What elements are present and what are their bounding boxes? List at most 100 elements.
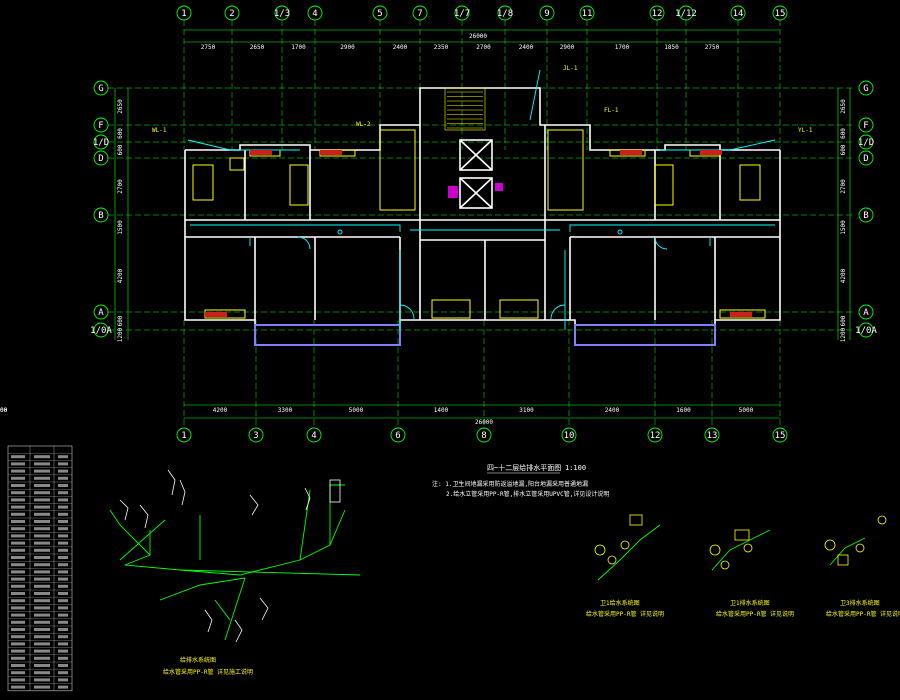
axis-bubble bbox=[224, 5, 240, 21]
riser-labels: WL-1 WL-2 JL-1 FL-1 YL-1 bbox=[152, 65, 813, 134]
table-cell bbox=[58, 476, 68, 480]
lift-door-markers bbox=[448, 183, 503, 198]
table-cell bbox=[58, 563, 68, 567]
axis-bubble bbox=[306, 427, 322, 443]
table-cell bbox=[11, 541, 25, 545]
axis-bubble-label: 1/7 bbox=[454, 9, 470, 19]
detail-title-1: 卫1给水系统图 bbox=[600, 599, 640, 607]
table-cell bbox=[58, 469, 68, 473]
table-cell bbox=[34, 491, 50, 495]
axis-bubble bbox=[858, 150, 874, 166]
axis-bubble-label: 14 bbox=[733, 9, 744, 19]
axis-bubble-label: 6 bbox=[395, 431, 400, 441]
system-diagram: 给排水系统图 给水管采用PP-R管 详见施工说明 bbox=[109, 469, 361, 676]
detail-title-2: 卫1排水系统图 bbox=[730, 599, 770, 607]
axis-bubble-label: D bbox=[98, 154, 103, 164]
axis-bubble-label: 11 bbox=[582, 9, 593, 19]
table-cell bbox=[34, 642, 50, 646]
table-cell bbox=[34, 512, 50, 516]
axis-bubble-label: 5 bbox=[377, 9, 382, 19]
table-cell bbox=[58, 584, 68, 588]
table-cell bbox=[34, 570, 50, 574]
axis-bubble-label: 2 bbox=[229, 9, 234, 19]
axis-bubble-label: F bbox=[98, 121, 103, 131]
axis-bubble-label: 1/12 bbox=[675, 9, 697, 19]
dimension-value: 1200 bbox=[117, 327, 124, 342]
table-cell bbox=[34, 534, 50, 538]
axis-bubble bbox=[649, 5, 665, 21]
table-cell bbox=[34, 678, 50, 682]
table-cell bbox=[58, 628, 68, 631]
table-cell bbox=[58, 599, 68, 603]
dimension-value: 2750 bbox=[705, 44, 720, 51]
dimension-value: 2350 bbox=[434, 44, 449, 51]
axis-bubble bbox=[730, 5, 746, 21]
table-cell bbox=[34, 628, 50, 631]
table-cell bbox=[58, 527, 68, 531]
axis-bubble bbox=[176, 5, 192, 21]
dimension-value: 5000 bbox=[349, 407, 364, 414]
dimension-value: 4200 bbox=[117, 268, 124, 283]
detail-subtitle-2: 给水管采用PP-R管 详见说明 bbox=[716, 610, 794, 618]
axis-bubble-label: 1 bbox=[181, 9, 186, 19]
axis-bubble bbox=[390, 427, 406, 443]
table-cell bbox=[58, 484, 68, 487]
table-cell bbox=[58, 455, 68, 459]
table-cell bbox=[34, 671, 50, 675]
table-cell bbox=[58, 635, 68, 639]
axis-bubble bbox=[647, 427, 663, 443]
table-cell bbox=[11, 455, 25, 459]
dimension-value: 600 bbox=[117, 315, 124, 326]
table-cell bbox=[58, 505, 68, 509]
axis-bubble bbox=[858, 322, 874, 338]
axis-bubble-label: F bbox=[863, 121, 868, 131]
axis-bubble-label: D bbox=[863, 154, 868, 164]
axis-bubble bbox=[248, 427, 264, 443]
plan-title-block: 四~十二层给排水平面图 1:100 注: 1.卫生间地漏采用防返溢地漏,阳台地漏… bbox=[432, 463, 609, 498]
table-cell bbox=[34, 577, 50, 581]
table-cell bbox=[11, 620, 25, 624]
axis-bubble bbox=[93, 207, 109, 223]
axis-bubble-label: 8 bbox=[481, 431, 486, 441]
detail-subtitle-3: 给水管采用PP-R管 详见说明 bbox=[826, 610, 900, 618]
table-cell bbox=[11, 512, 25, 516]
table-cell bbox=[58, 664, 68, 667]
dimension-value: 2650 bbox=[117, 99, 124, 114]
table-cell bbox=[11, 520, 25, 523]
table-cell bbox=[11, 599, 25, 603]
axis-bubble-label: 4 bbox=[312, 9, 317, 19]
table-cell bbox=[34, 505, 50, 509]
table-cell bbox=[58, 671, 68, 675]
axis-bubble-label: 12 bbox=[650, 431, 661, 441]
dimension-value: 600 bbox=[840, 315, 847, 326]
axis-bubble bbox=[93, 134, 109, 150]
axis-bubble bbox=[176, 427, 192, 443]
table-cell bbox=[34, 606, 50, 610]
axis-bubble bbox=[476, 427, 492, 443]
table-cell bbox=[11, 548, 25, 552]
table-cell bbox=[58, 512, 68, 516]
riser-label: WL-2 bbox=[356, 121, 371, 128]
axis-bubble bbox=[858, 80, 874, 96]
axis-bubble-label: 1/0A bbox=[90, 326, 112, 336]
dimension-value: 1400 bbox=[434, 407, 449, 414]
detail-title-3: 卫3排水系统图 bbox=[840, 599, 880, 607]
dimension-value: 3100 bbox=[519, 407, 534, 414]
dimension-value: 2400 bbox=[605, 407, 620, 414]
table-cell bbox=[58, 491, 68, 495]
axis-bubble bbox=[93, 150, 109, 166]
axis-bubble-label: 4 bbox=[311, 431, 316, 441]
table-cell bbox=[11, 498, 25, 502]
table-cell bbox=[34, 455, 50, 459]
axis-bubble-label: G bbox=[863, 84, 868, 94]
axis-bubble-label: A bbox=[98, 308, 104, 318]
legend-table bbox=[7, 445, 73, 692]
table-cell bbox=[58, 570, 68, 574]
dimension-value: 600 bbox=[840, 144, 847, 155]
table-cell bbox=[11, 606, 25, 610]
staircase bbox=[444, 87, 486, 131]
dimension-value: 2700 bbox=[117, 179, 124, 194]
axis-bubble-label: B bbox=[98, 211, 103, 221]
